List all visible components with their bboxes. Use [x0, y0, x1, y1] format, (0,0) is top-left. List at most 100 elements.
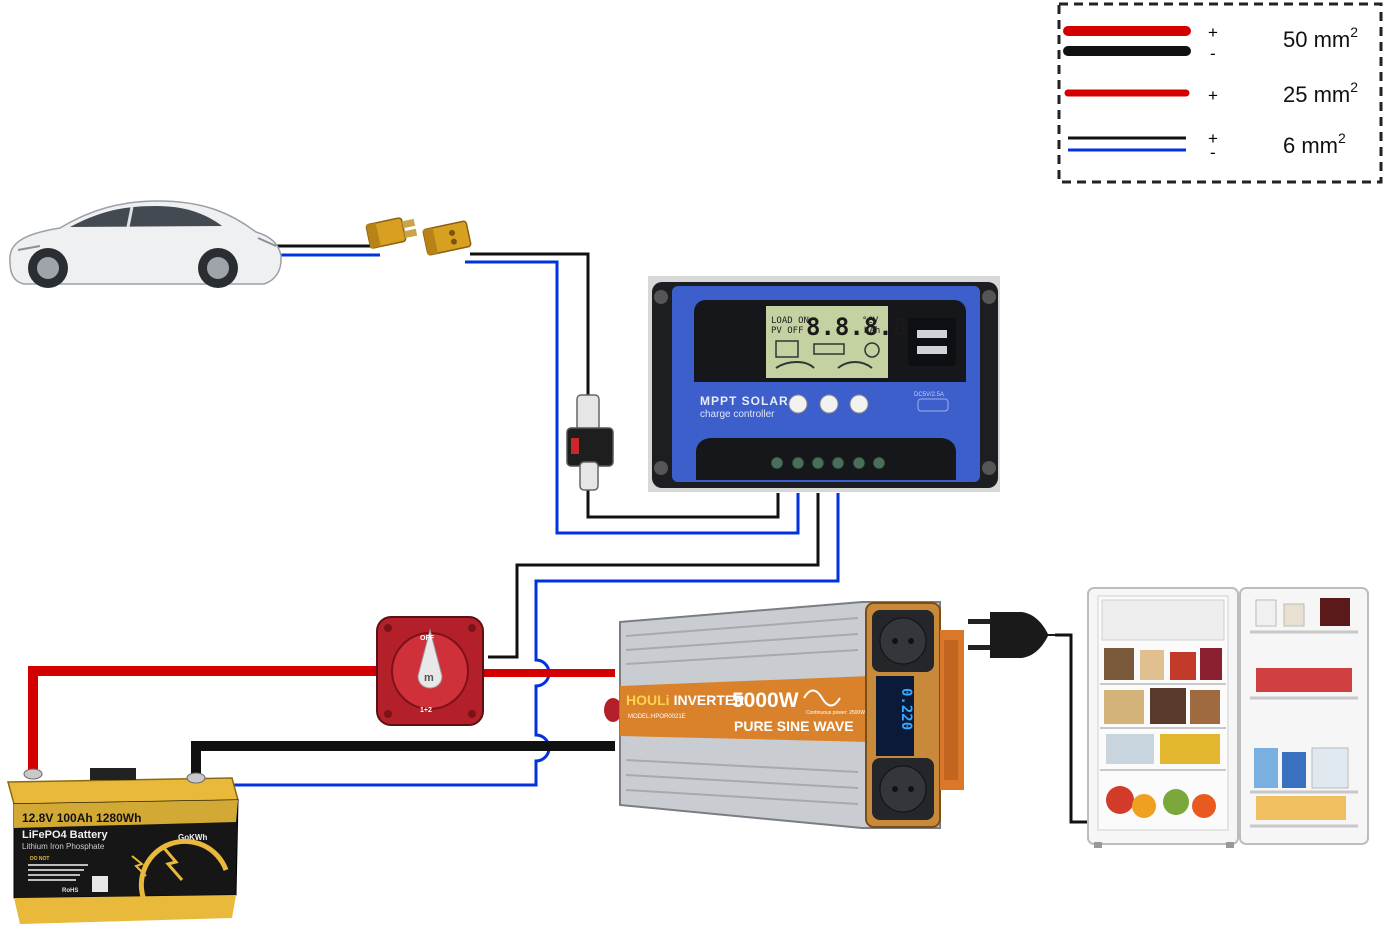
inverter-brand-suffix: INVERTER [674, 692, 745, 708]
switch-screw [384, 624, 392, 632]
battery-qr-icon [92, 876, 108, 892]
fridge-foot [1226, 842, 1234, 848]
up-button[interactable] [819, 394, 839, 414]
legend-size: 25 mm [1283, 82, 1350, 107]
plug-pin [968, 645, 990, 650]
usb-housing [908, 318, 956, 366]
inverter-socket-pin [892, 786, 898, 792]
usb-symbol-icon [917, 398, 949, 412]
inverter-bracket-slot [944, 640, 958, 780]
svg-text:6 mm2: 6 mm2 [1283, 130, 1346, 158]
legend-size-sup: 2 [1350, 24, 1358, 40]
car-rear-rim [207, 257, 229, 279]
plug-body [990, 612, 1056, 658]
controller-terminal-block [696, 438, 956, 480]
down-button[interactable] [849, 394, 869, 414]
legend-border [1057, 2, 1383, 184]
battery-terminal-neg [186, 772, 206, 784]
car-front-rim [37, 257, 59, 279]
fridge-shelf-items [1104, 648, 1222, 818]
inverter-socket-recess [879, 617, 927, 665]
legend-row-6: + - 6 mm2 [1068, 129, 1346, 162]
battery-lightning-icon [131, 855, 147, 877]
fridge-shelves [1100, 683, 1226, 771]
battery-fine-print [28, 864, 88, 881]
legend-size-sup: 2 [1338, 130, 1346, 146]
battery-chem: LiFePO4 Battery [22, 829, 108, 841]
fridge-door-items [1254, 598, 1352, 820]
legend: + - 50 mm2 + 25 mm2 + - 6 mm2 [1057, 2, 1383, 184]
legend-size-sup: 2 [1350, 79, 1358, 95]
inverter-display [876, 676, 914, 756]
controller-hole [982, 290, 996, 304]
menu-button[interactable] [788, 394, 808, 414]
car [9, 200, 282, 288]
svg-text:50 mm2: 50 mm2 [1283, 24, 1358, 52]
legend-sign-plus: + [1208, 129, 1218, 148]
battery-level-icon [813, 343, 845, 355]
car-pillar [126, 206, 134, 228]
legend-row-25: + 25 mm2 [1064, 79, 1358, 107]
inverter-socket-pin [892, 638, 898, 644]
legend-sign-minus: - [1210, 44, 1216, 63]
controller-hole [982, 461, 996, 475]
battery-display [90, 768, 136, 780]
xt-connector-female [422, 220, 472, 256]
inverter-fins [625, 617, 859, 805]
switch-screw [384, 710, 392, 718]
battery-brand: GoKWh [178, 833, 207, 842]
battery-rohs: RoHS [62, 888, 78, 894]
bulb-icon [864, 342, 880, 358]
battery-sun-arc [138, 838, 229, 901]
car-taillight [257, 237, 277, 247]
fridge-foot [1094, 842, 1102, 848]
battery-switch: OFF m 1+2 [376, 616, 484, 726]
controller-subtitle: charge controller [700, 409, 775, 420]
wires [28, 244, 1090, 824]
usb-port-icon [917, 346, 947, 354]
lcd-unit-bottom: KAh [864, 326, 880, 336]
inverter-brand: HOULi [626, 692, 670, 708]
legend-sign-plus: + [1208, 23, 1218, 42]
wire-pv-blue [465, 260, 800, 535]
inverter-socket-pin [908, 638, 914, 644]
inverter-model: MODEL:HPOR0021E [628, 714, 686, 720]
inline-fuse [566, 394, 614, 491]
battery-terminal-pos [23, 768, 43, 780]
power-plug [968, 612, 1056, 658]
car-headlight [17, 245, 41, 251]
wire-fridge-cord [1055, 633, 1090, 824]
fridge-freezer [1101, 599, 1225, 641]
wire-controller-bat-blue [206, 493, 840, 787]
xt-connector [365, 217, 472, 256]
battery-lid [7, 777, 239, 805]
inverter-wave: PURE SINE WAVE [734, 718, 854, 734]
inverter-display-value: 0.220 [898, 688, 914, 730]
switch-knob[interactable] [417, 628, 443, 689]
xt-connector-male [365, 217, 418, 249]
legend-size: 6 mm [1283, 133, 1338, 158]
solar-panel-icon [775, 340, 799, 358]
fridge [1087, 587, 1369, 848]
legend-row-50: + - 50 mm2 [1063, 23, 1358, 63]
switch-bottom-label: 1+2 [420, 707, 432, 714]
controller-title: MPPT SOLAR [700, 394, 789, 408]
lifepo4-battery: 12.8V 100Ah 1280Wh LiFePO4 Battery Lithi… [7, 768, 239, 924]
wire-fuse-to-controller [586, 485, 780, 519]
flow-arrows-icon [775, 361, 873, 369]
controller-hole [654, 290, 668, 304]
plug-pin [968, 619, 990, 624]
wire-pv-black-to-fuse [470, 252, 590, 400]
legend-sign-minus: - [1210, 143, 1216, 162]
lcd-digits: 8.8.8.8 [806, 313, 907, 341]
inverter-continuous: Continuous power: 2500W [806, 710, 865, 716]
inverter-power: 5000W [732, 689, 799, 712]
switch-off-label: OFF [420, 635, 435, 642]
wire-battery-pos-to-switch [28, 666, 378, 770]
usb-port-icon [917, 330, 947, 338]
wire-battery-neg-to-inverter [191, 741, 615, 778]
battery-top-band [14, 800, 238, 828]
